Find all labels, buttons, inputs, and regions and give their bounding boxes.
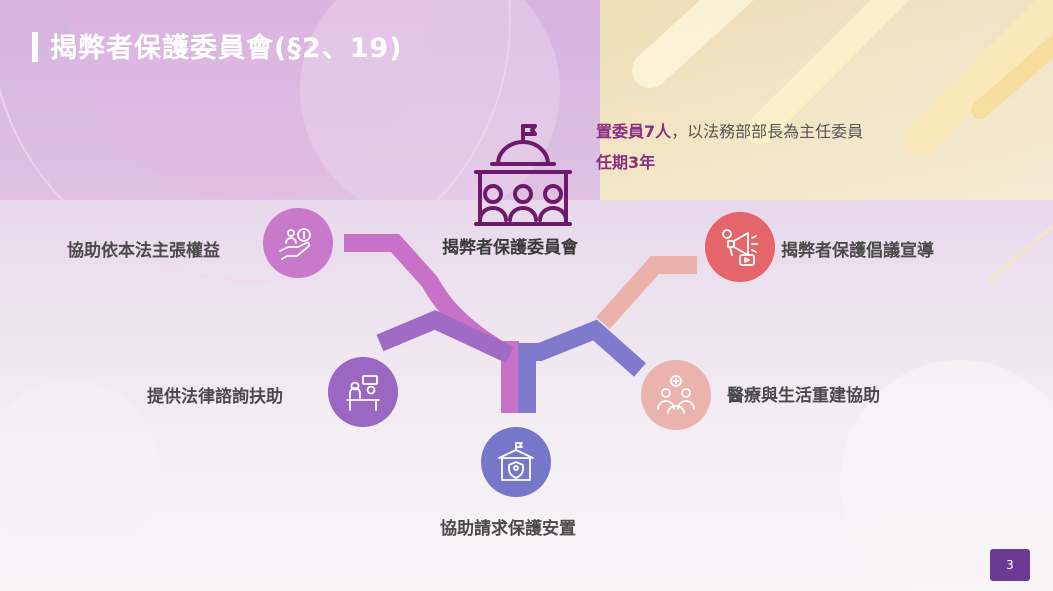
megaphone-circle xyxy=(705,212,775,282)
committee-members-count: 置委員7人 xyxy=(596,122,672,141)
slide-title: 揭弊者保護委員會(§2、19) xyxy=(50,33,403,64)
megaphone-icon xyxy=(722,229,758,266)
consultation-desk-icon xyxy=(346,375,380,411)
committee-chair-text: ，以法務部部長為主任委員 xyxy=(671,122,864,141)
committee-term: 任期3年 xyxy=(596,153,656,172)
function-label-medical: 醫療與生活重建協助 xyxy=(727,386,880,406)
function-label-rights: 協助依本法主張權益 xyxy=(67,241,220,261)
connector-bottom-right xyxy=(596,256,697,330)
hand-money-icon xyxy=(279,228,311,260)
medical-people-icon xyxy=(657,375,695,414)
connector-right xyxy=(518,319,646,413)
consultation-desk-circle xyxy=(328,357,398,427)
committee-info-line1: 置委員7人，以法務部部長為主任委員 xyxy=(596,118,863,142)
medical-people-circle xyxy=(641,360,711,430)
title-accent-bar xyxy=(32,32,38,62)
government-building-people-icon xyxy=(474,124,572,226)
center-label: 揭弊者保護委員會 xyxy=(442,238,578,258)
page-number-badge: 3 xyxy=(990,549,1030,581)
function-label-shelter: 協助請求保護安置 xyxy=(440,519,576,539)
function-label-advocacy: 揭弊者保護倡議宣導 xyxy=(781,241,934,261)
protected-house-circle xyxy=(481,427,551,497)
protected-house-icon xyxy=(498,442,534,481)
connector-left xyxy=(376,310,514,364)
hand-money-circle xyxy=(263,208,333,278)
function-label-legal-aid: 提供法律諮詢扶助 xyxy=(147,387,283,407)
